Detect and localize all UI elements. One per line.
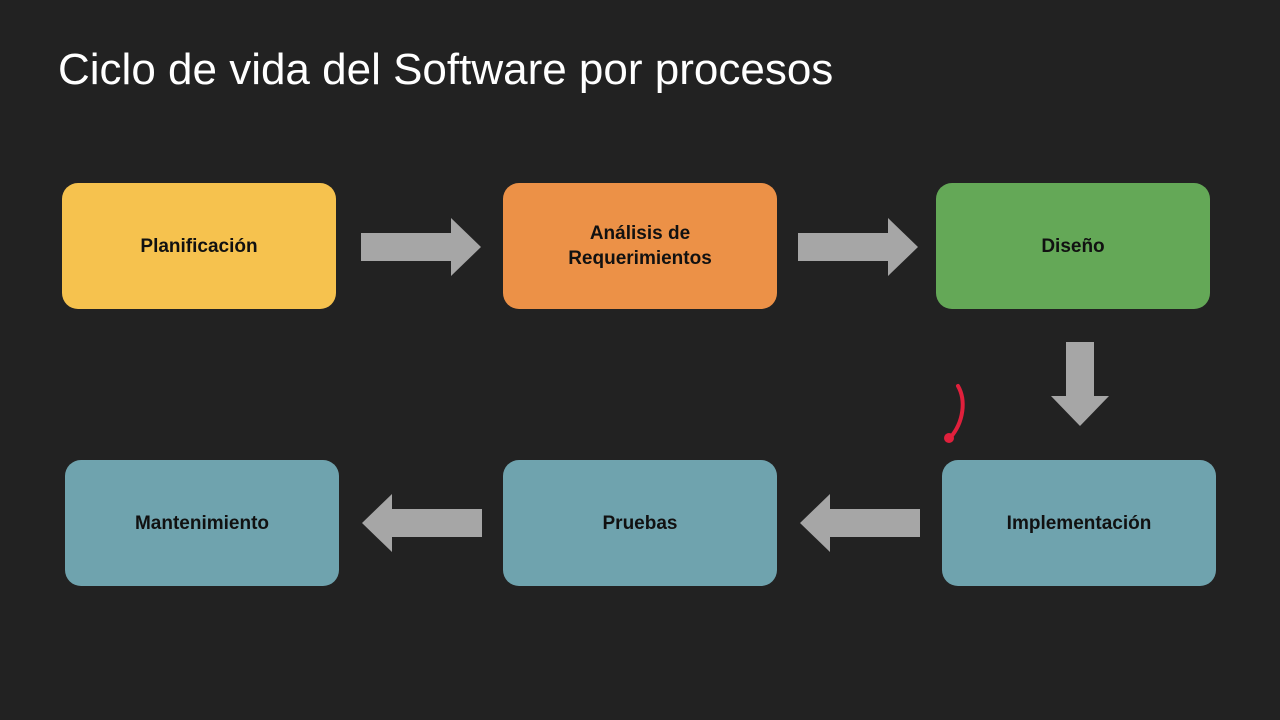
stage-pruebas: Pruebas — [503, 460, 777, 586]
stage-diseno: Diseño — [936, 183, 1210, 309]
pointer-mark-icon — [938, 382, 968, 448]
stage-label: Diseño — [1041, 235, 1105, 257]
arrow-left-icon — [800, 494, 920, 552]
stage-label: Planificación — [140, 235, 258, 257]
arrow-left-icon — [362, 494, 482, 552]
stage-label: Mantenimiento — [134, 512, 270, 534]
stage-planificacion: Planificación — [62, 183, 336, 309]
slide-title: Ciclo de vida del Software por procesos — [58, 45, 834, 94]
stage-implementacion: Implementación — [942, 460, 1216, 586]
arrow-down-icon — [1051, 342, 1109, 426]
stage-label: Implementación — [1006, 512, 1152, 534]
stage-mantenimiento: Mantenimiento — [65, 460, 339, 586]
stage-analisis-requerimientos: Análisis de Requerimientos — [503, 183, 777, 309]
stage-label: Análisis de Requerimientos — [568, 223, 712, 269]
stage-label: Pruebas — [602, 512, 678, 534]
arrow-right-icon — [798, 218, 918, 276]
arrow-right-icon — [361, 218, 481, 276]
